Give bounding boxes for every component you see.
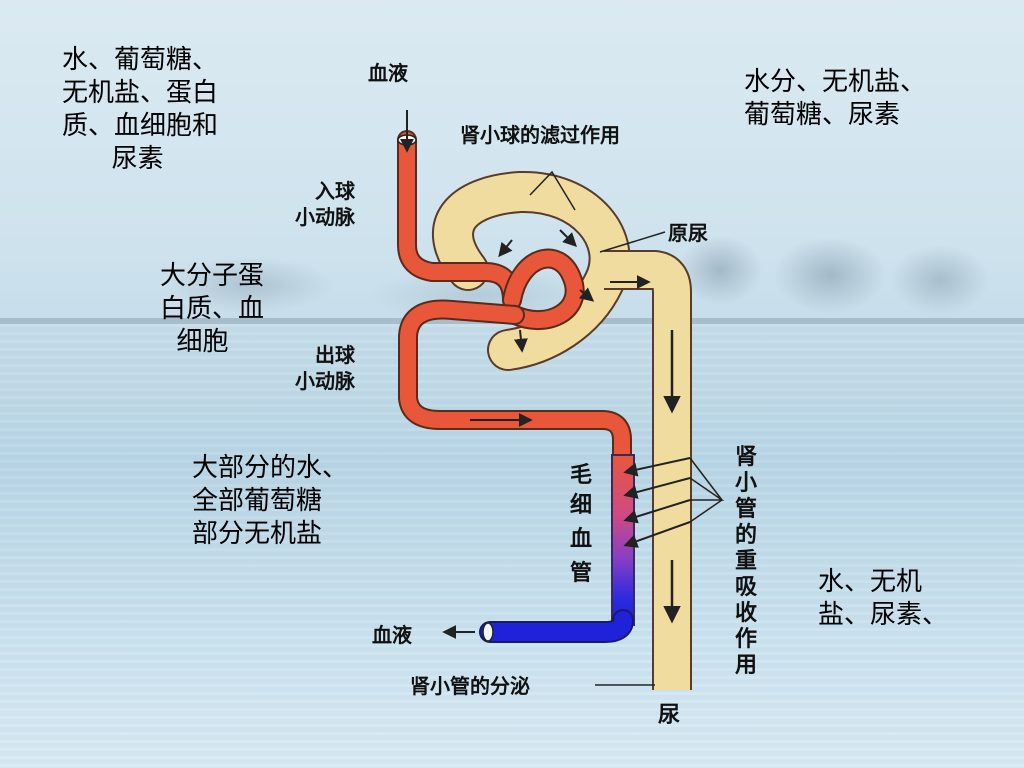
label-capillary-char: 细 [570,492,592,518]
efferent-arteriole-fill [400,301,630,478]
label-reabsorption-char: 管 [735,496,757,522]
arrow-filtration-4 [578,287,595,302]
label-urine-components: 水、无机 盐、尿素、 [818,567,949,630]
pointer-reabsorption [689,457,725,523]
label-primary-urine: 原尿 [668,221,708,245]
label-afferent-2: 小动脉 [295,205,356,229]
label-capillary-char: 毛 [570,463,592,488]
arrow-filtration-1 [498,239,513,258]
arrow-reabsorb-3 [623,499,691,524]
renal-vein-fill [481,611,632,641]
pointer-filtration [529,170,576,211]
label-reabsorption-char: 肾 [735,445,757,470]
label-urine: 尿 [658,703,680,728]
background-water [0,324,1024,768]
bowman-capsule-fill [434,173,629,369]
label-primary-urine-components: 水分、无机盐、 葡萄糖、尿素 [744,67,927,130]
arrow-reabsorb-2 [623,477,691,499]
renal-tubule-fill [604,252,690,690]
label-efferent-2: 小动脉 [295,369,356,393]
arrow-filtration-3 [513,329,528,353]
label-reabsorption-char: 用 [735,653,757,678]
label-reabsorption-char: 小 [735,471,757,496]
vein-opening [482,622,494,642]
label-reabsorbed: 大部分的水、 全部葡萄糖 部分无机盐 [192,453,349,549]
label-filtration: 肾小球的滤过作用 [460,123,620,147]
label-not-filtered: 大分子蛋 白质、血 细胞 [160,261,265,357]
label-efferent-1: 出球 [315,343,356,367]
label-secretion: 肾小管的分泌 [410,674,530,698]
peritubular-capillary [611,454,635,626]
label-blood-in: 血液 [368,61,409,85]
label-blood-components: 水、葡萄糖、 无机盐、蛋白 质、血细胞和 尿素 [62,45,219,174]
label-blood-out: 血液 [372,623,413,647]
arrow-reabsorb-1 [623,457,691,477]
label-reabsorption-char: 作 [735,627,757,652]
label-afferent-1: 入球 [315,179,356,203]
label-capillary-char: 血 [570,526,592,552]
label-reabsorption-char: 收 [735,600,757,626]
arrow-filtration-2 [559,229,577,247]
pointer-primary-urine [599,231,666,253]
label-capillary-char: 管 [570,560,592,586]
label-reabsorption-char: 的 [735,522,757,548]
glomerulus-fill [504,250,583,328]
label-reabsorption-char: 吸 [735,575,758,600]
label-reabsorption-char: 重 [735,549,757,574]
arrow-reabsorb-4 [623,521,691,548]
